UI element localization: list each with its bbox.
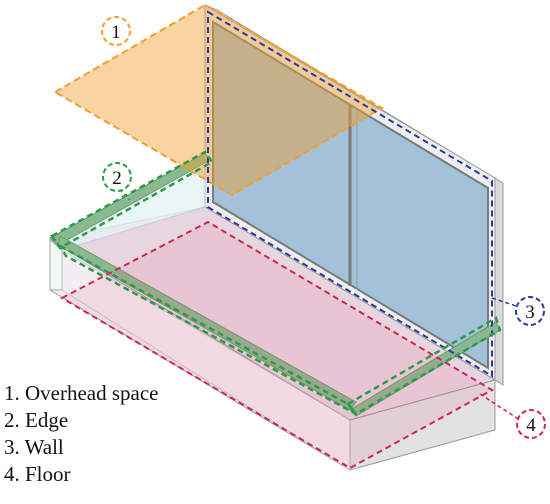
callout-2-number: 2: [112, 168, 122, 189]
callout-4-number: 4: [526, 415, 536, 436]
callout-1-number: 1: [111, 22, 121, 43]
wall-region: [207, 10, 517, 378]
legend-item-wall: 3. Wall: [4, 435, 64, 459]
callout-3: 3: [515, 296, 545, 326]
callout-3-number: 3: [525, 302, 535, 323]
floor-region: [59, 220, 521, 470]
legend-item-edge: 2. Edge: [4, 408, 69, 432]
overhead-space-region: [53, 3, 384, 197]
legend-item-overhead-space: 1. Overhead space: [4, 381, 159, 405]
legend: 1. Overhead space 2. Edge 3. Wall 4. Flo…: [4, 380, 159, 488]
edge-region: [50, 150, 502, 416]
callout-2: 2: [102, 162, 132, 192]
legend-item-floor: 4. Floor: [4, 462, 71, 486]
callout-1: 1: [101, 16, 131, 46]
callout-4: 4: [516, 409, 546, 439]
